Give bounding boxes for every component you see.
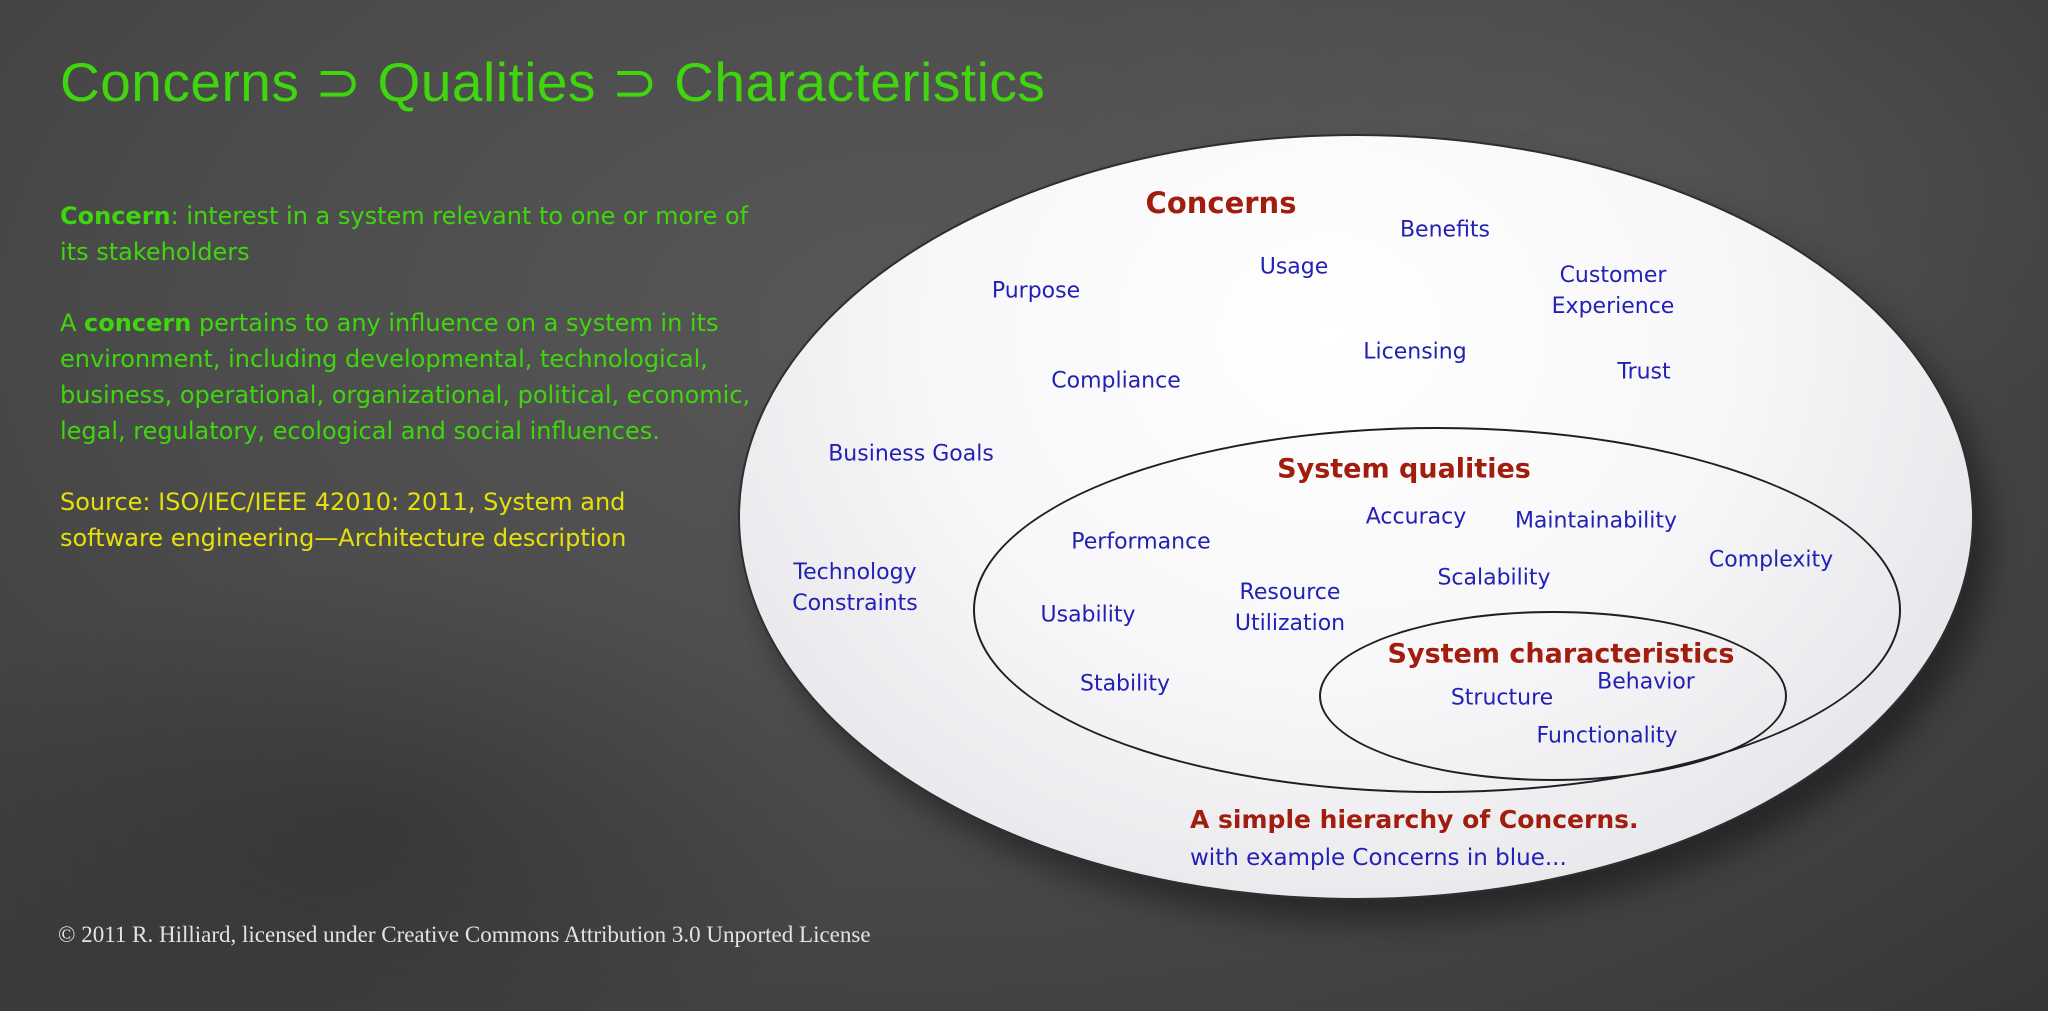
concern-paragraph: A concern pertains to any influence on a… <box>60 305 760 449</box>
label-resource-utilization: Resource Utilization <box>1234 580 1346 636</box>
label-maintainability: Maintainability <box>1514 508 1678 534</box>
label-customer-experience: Customer Experience <box>1551 263 1675 319</box>
qualities-heading: System qualities <box>1277 453 1531 485</box>
left-text-panel: Concern: interest in a system relevant t… <box>60 198 760 556</box>
label-complexity: Complexity <box>1708 547 1834 573</box>
definition-rest: : interest in a system relevant to one o… <box>60 202 749 266</box>
label-scalability: Scalability <box>1437 565 1551 591</box>
label-structure: Structure <box>1450 685 1554 711</box>
label-licensing: Licensing <box>1363 339 1467 365</box>
label-benefits: Benefits <box>1399 217 1491 243</box>
concerns-heading: Concerns <box>1145 186 1297 220</box>
paragraph-rest: pertains to any influence on a system in… <box>60 309 751 445</box>
label-usage: Usage <box>1259 254 1329 280</box>
label-compliance: Compliance <box>1051 368 1181 394</box>
slide-title: Concerns ⊃ Qualities ⊃ Characteristics <box>60 51 1046 113</box>
label-usability: Usability <box>1040 602 1136 628</box>
label-purpose: Purpose <box>991 278 1081 304</box>
characteristics-heading: System characteristics <box>1387 638 1735 670</box>
paragraph-prefix: A <box>60 309 85 337</box>
copyright: © 2011 R. Hilliard, licensed under Creat… <box>58 922 871 947</box>
label-functionality: Functionality <box>1536 723 1678 749</box>
label-stability: Stability <box>1079 671 1171 697</box>
label-accuracy: Accuracy <box>1365 504 1467 530</box>
source-note: Source: ISO/IEC/IEEE 42010: 2011, System… <box>60 488 627 552</box>
definition-term: Concern <box>60 202 171 230</box>
diagram-caption-line1: A simple hierarchy of Concerns. <box>1190 805 1639 834</box>
paragraph-term: concern <box>84 309 192 337</box>
qualities-ellipse <box>973 427 1901 793</box>
diagram-caption-line2: with example Concerns in blue... <box>1190 845 1567 871</box>
label-trust: Trust <box>1617 359 1671 385</box>
label-performance: Performance <box>1071 529 1211 555</box>
label-behavior: Behavior <box>1597 669 1695 695</box>
label-business-goals: Business Goals <box>828 441 994 467</box>
label-technology-constraints: Technology Constraints <box>792 560 918 616</box>
characteristics-ellipse <box>1319 611 1787 781</box>
concern-definition: Concern: interest in a system relevant t… <box>60 198 760 270</box>
